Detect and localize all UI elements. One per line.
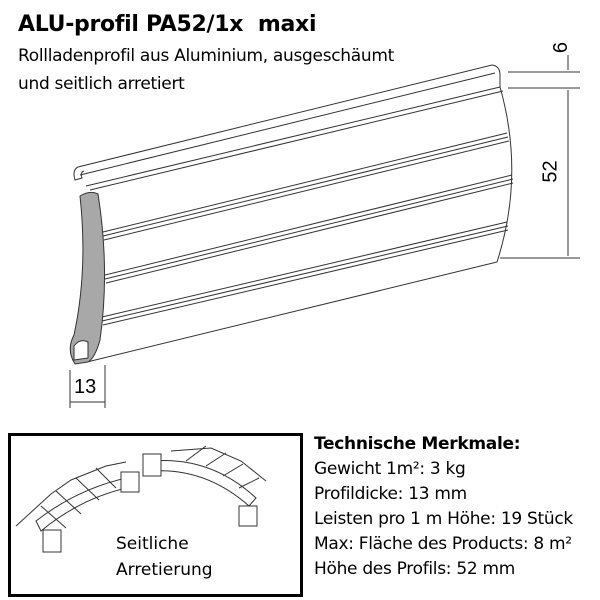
dimension-lines [69, 55, 580, 408]
profile-drawing [69, 55, 580, 408]
subtitle-line-1: Rollladenprofil aus Aluminium, ausgeschä… [18, 46, 395, 66]
subtitle-line-2: und seitlich arretiert [18, 74, 185, 94]
spec-slats-per-meter: Leisten pro 1 m Höhe: 19 Stück [314, 509, 573, 529]
spec-max-area: Max: Fläche des Products: 8 m² [314, 534, 572, 554]
spec-profile-height: Höhe des Profils: 52 mm [314, 559, 515, 579]
caption-line-2: Arretierung [116, 560, 213, 580]
dim-thickness-label: 13 [74, 376, 97, 398]
dim-top-label: 6 [550, 41, 573, 54]
caption-line-1: Seitliche [116, 534, 189, 554]
spec-thickness: Profildicke: 13 mm [314, 484, 467, 504]
profile-right-end [496, 86, 513, 263]
lateral-lock-box: Seitliche Arretierung [8, 433, 303, 597]
lateral-lock-illustration [15, 445, 267, 553]
groove-2 [104, 174, 513, 276]
specs-heading: Technische Merkmale: [314, 434, 521, 454]
profile-lip [77, 64, 501, 168]
groove-1 [102, 132, 508, 233]
technical-specs: Technische Merkmale: Gewicht 1m²: 3 kg P… [314, 432, 573, 582]
profile-bottom [86, 261, 498, 363]
groove-3 [101, 221, 508, 318]
spec-weight: Gewicht 1m²: 3 kg [314, 459, 466, 479]
dim-height-label: 52 [539, 160, 562, 183]
profile-cross-section [69, 191, 106, 365]
product-title: ALU-profil PA52/1x maxi [18, 12, 317, 37]
